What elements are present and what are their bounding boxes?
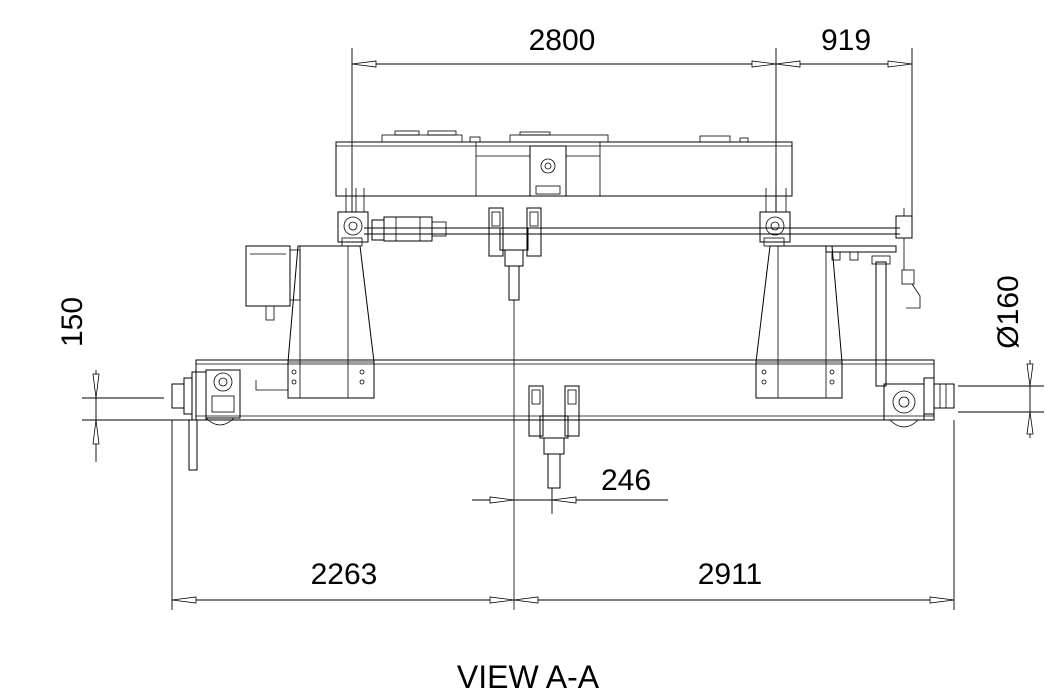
drive-shaft (337, 208, 921, 309)
upper-hook-block (488, 207, 542, 312)
view-title: VIEW A-A (457, 659, 600, 695)
right-leg (755, 245, 897, 399)
dimension-wheel-diameter (958, 360, 1044, 438)
dim-wheel-diameter: Ø160 (992, 275, 1025, 348)
dimension-bottom (171, 420, 955, 610)
left-leg (245, 245, 375, 399)
dimension-top (351, 48, 913, 216)
trolley-frame (335, 130, 793, 212)
dimension-left-height (82, 370, 196, 462)
right-end-truck (883, 377, 955, 428)
dimension-hook-offset (472, 488, 668, 514)
dim-bottom-right: 2911 (698, 558, 763, 591)
dim-bottom-left: 2263 (311, 558, 378, 591)
dim-top-overhang: 919 (821, 24, 871, 57)
dim-hook-offset: 246 (601, 464, 651, 497)
lower-hook-block (528, 385, 580, 489)
dim-top-span: 2800 (529, 24, 596, 57)
dim-left-height: 150 (56, 297, 89, 347)
